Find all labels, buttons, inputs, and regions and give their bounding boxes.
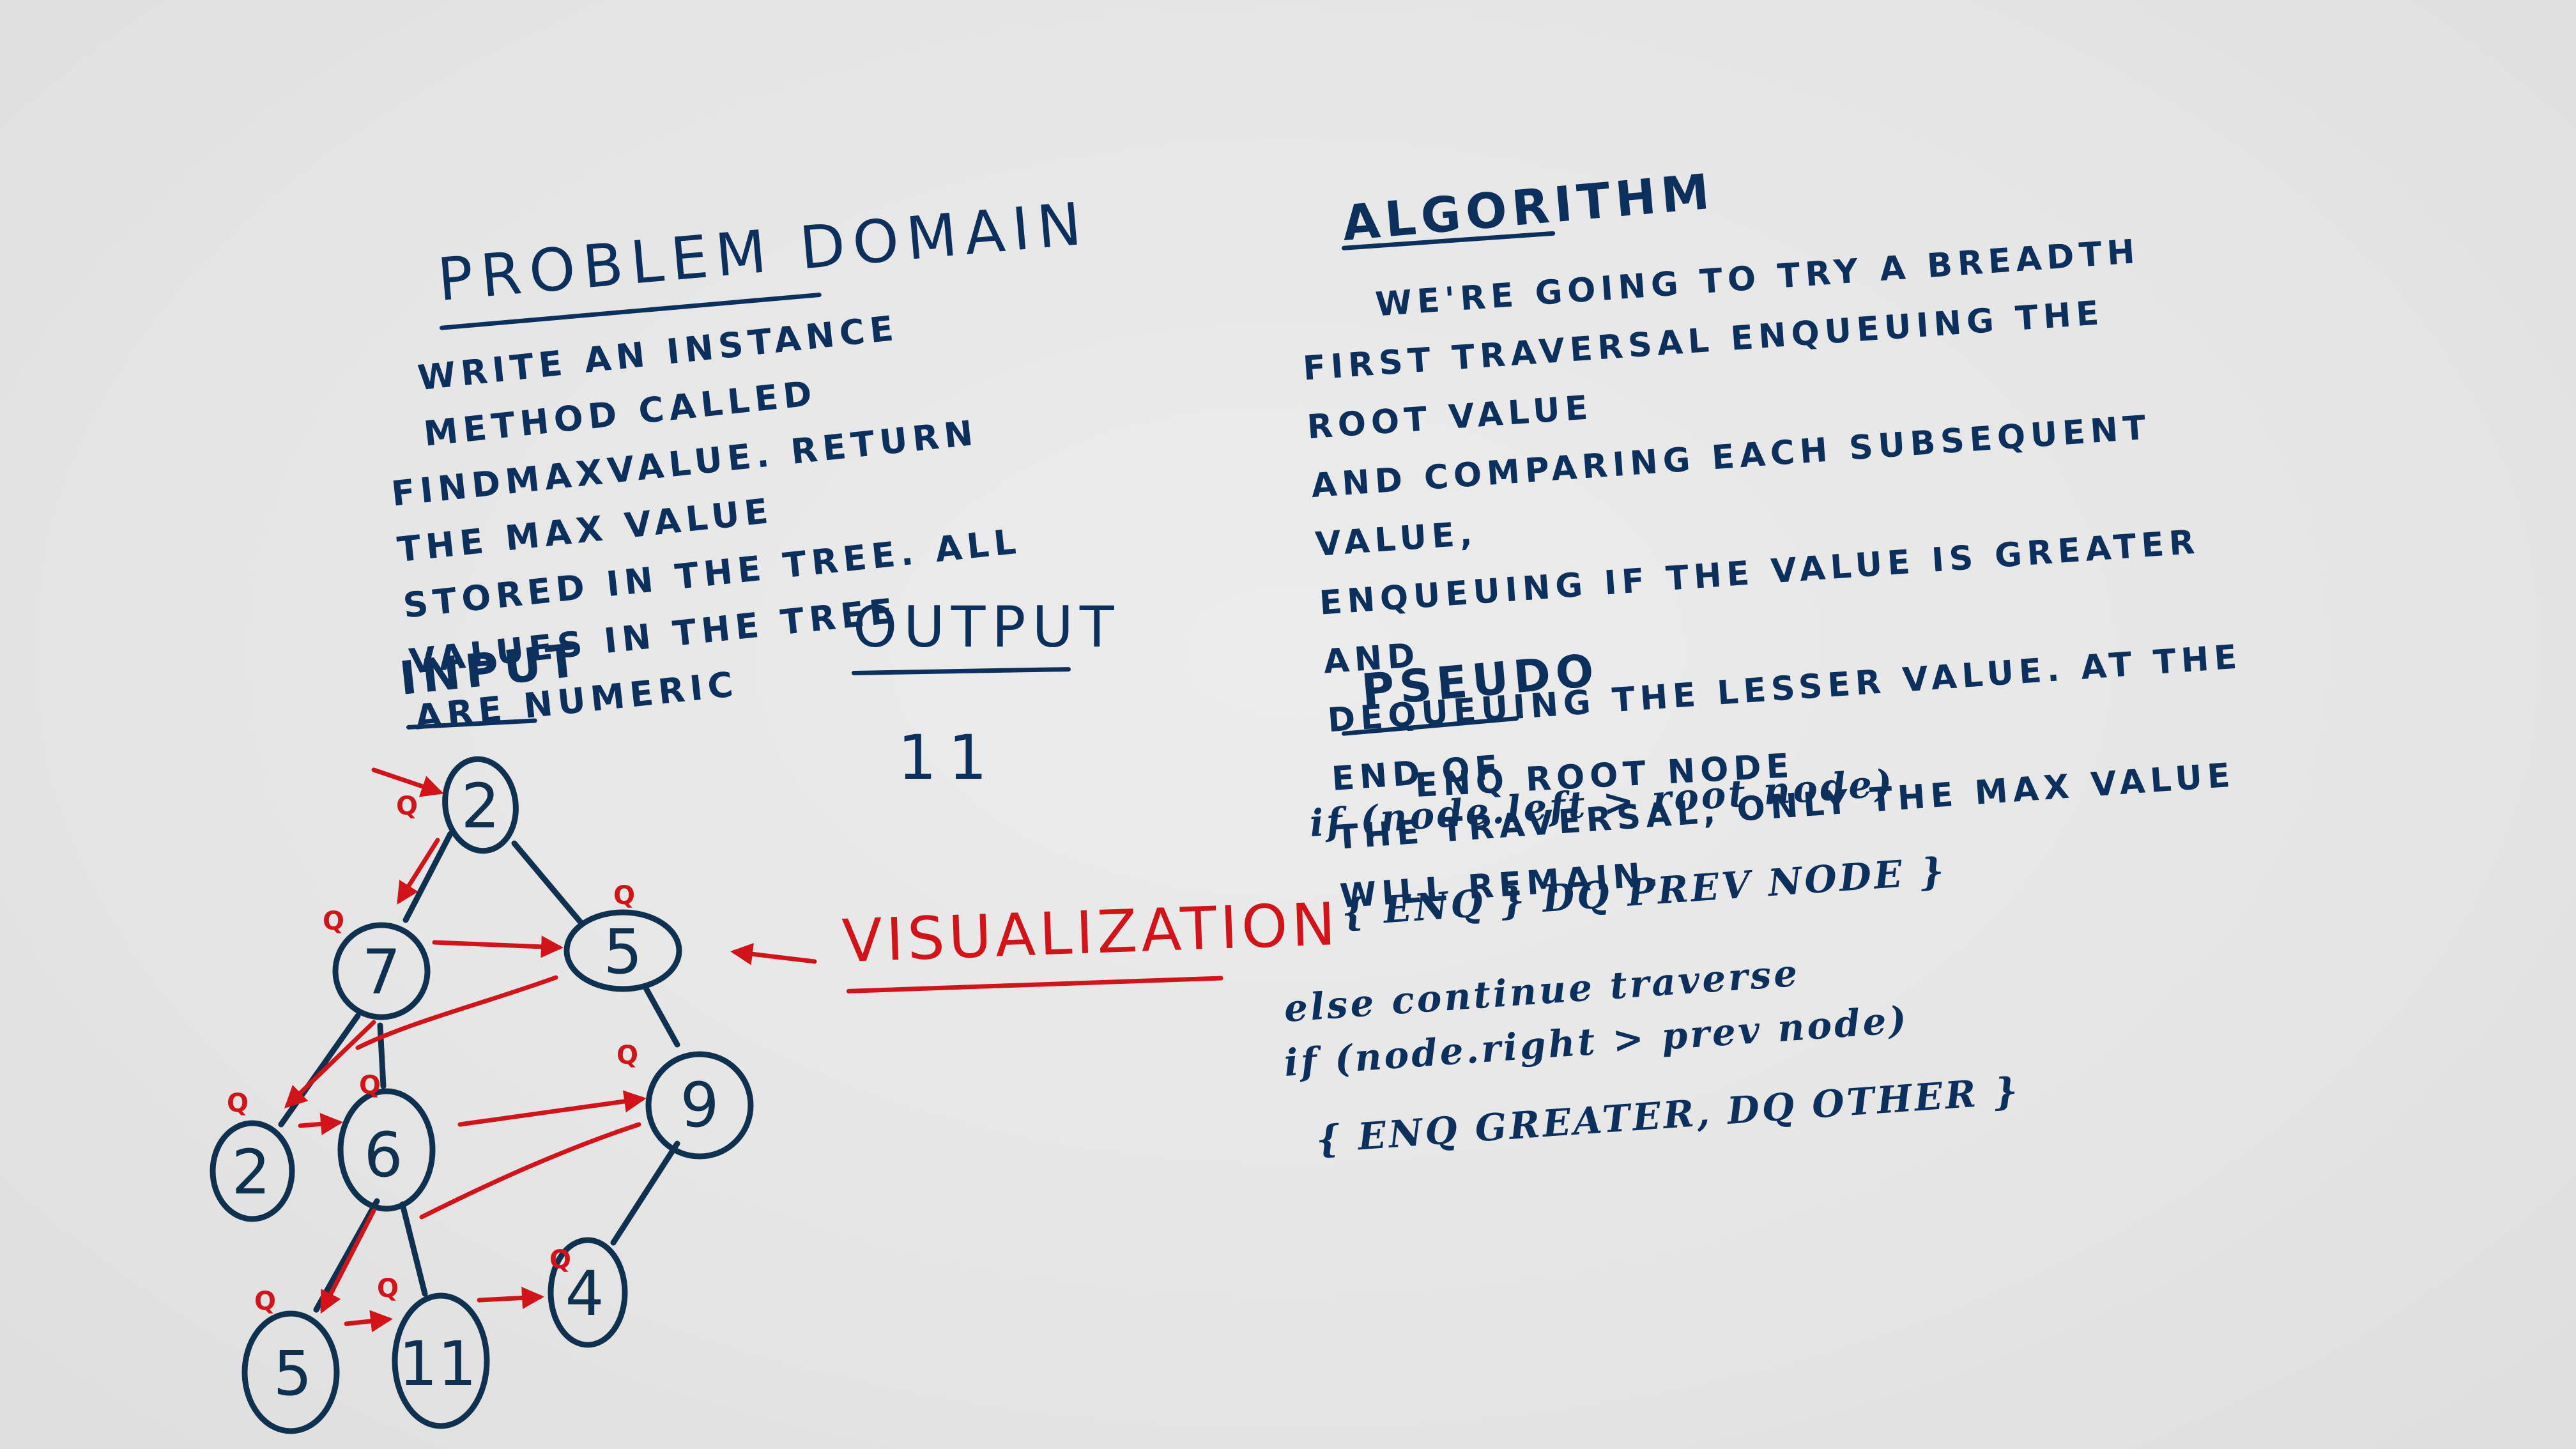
svg-text:2: 2 [231,1137,270,1208]
traversal-arrow [432,935,564,958]
queue-marker: Q [549,1245,571,1275]
svg-text:11: 11 [399,1328,477,1400]
queue-marker: Q [323,907,344,936]
svg-text:5: 5 [603,916,642,988]
traversal-arrow [344,1310,393,1333]
tree-node-5-bottom: 5 [241,1310,340,1434]
svg-text:7: 7 [362,937,401,1008]
traversal-arrow [477,1286,544,1309]
traversal-arrow [284,1020,376,1108]
queue-marker: Q [617,1041,638,1070]
tree-node-2-left: 2 [210,1120,295,1222]
tree-node-11: 11 [392,1292,490,1429]
traversal-arrows [284,767,817,1333]
traversal-arrow [298,1112,343,1135]
tree-node-9: 9 [645,1051,754,1160]
queue-marker: Q [227,1089,249,1118]
queue-markers: Q Q Q Q Q Q Q Q Q [227,792,638,1316]
visualization-pointer-arrow [730,942,817,965]
edge-2-5 [511,840,585,926]
tree-node-4: 4 [548,1237,628,1348]
svg-text:6: 6 [364,1119,402,1191]
edge-7-2 [278,1013,361,1128]
svg-text:9: 9 [680,1070,719,1141]
output-value: 11 [898,722,999,793]
tree-node-6: 6 [337,1088,436,1212]
queue-marker: Q [613,881,635,910]
edge-6-11 [399,1201,428,1297]
traversal-arrow [397,838,440,905]
edge-5-9 [642,984,680,1048]
traversal-arrow [320,1208,376,1314]
traversal-arrow [371,767,444,797]
queue-marker: Q [377,1274,399,1303]
tree-node-7: 7 [332,922,431,1020]
traversal-arrow [419,1122,641,1220]
queue-marker: Q [254,1287,276,1316]
traversal-arrow [457,1090,647,1127]
svg-text:5: 5 [273,1338,312,1409]
traversal-arrow [355,975,558,1050]
svg-text:4: 4 [565,1258,604,1330]
output-title: Output [853,594,1121,660]
svg-text:2: 2 [461,770,500,842]
tree-node-5-top: 5 [564,909,682,992]
tree-edges [278,831,680,1313]
edge-2-7 [402,831,454,923]
tree-node-2-root: 2 [442,756,519,854]
edge-9-4 [610,1140,680,1246]
queue-marker: Q [396,792,418,821]
queue-marker: Q [359,1071,381,1100]
